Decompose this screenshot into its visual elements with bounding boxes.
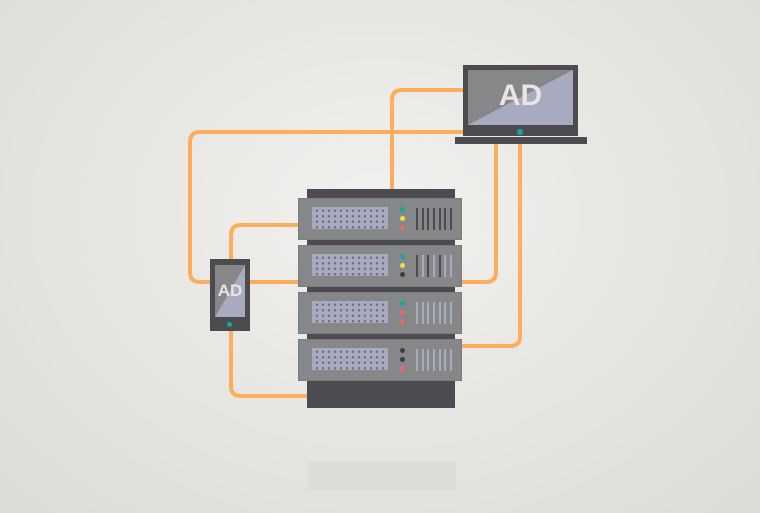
status-led-teal [400, 207, 405, 212]
cable-phone-to-rack-base [229, 330, 308, 398]
phone-power-led [227, 322, 232, 327]
server-unit-4 [298, 339, 462, 381]
status-led-red [400, 310, 405, 315]
server-unit-3 [298, 292, 462, 334]
server-vents [416, 302, 452, 324]
status-led-off [400, 348, 405, 353]
rack-divider [307, 240, 455, 246]
cable-laptop-to-server-2 [462, 142, 498, 284]
status-led-yellow [400, 263, 405, 268]
rack-divider [307, 334, 455, 340]
laptop-ad-label: AD [498, 79, 543, 112]
server-vents [416, 349, 452, 371]
laptop-icon: AD [463, 65, 578, 136]
laptop-power-led [517, 129, 523, 135]
server-grill [312, 254, 388, 276]
laptop-screen [468, 70, 573, 125]
floor-shadow [308, 462, 456, 490]
server-grill [312, 301, 388, 323]
rack-divider [307, 287, 455, 293]
status-led-red [400, 319, 405, 324]
server-vents [416, 255, 452, 277]
status-led-off [400, 357, 405, 362]
server-grill [312, 207, 388, 229]
cable-phone-to-server-1 [229, 223, 298, 260]
cable-laptop-to-rack-top [390, 88, 463, 190]
status-led-teal [400, 254, 405, 259]
smartphone-icon: AD [210, 259, 250, 331]
laptop-base [455, 137, 587, 144]
status-led-yellow [400, 216, 405, 221]
status-led-off [400, 272, 405, 277]
server-grill [312, 348, 388, 370]
phone-ad-label: AD [217, 281, 243, 300]
phone-screen [215, 265, 245, 317]
status-led-red [400, 366, 405, 371]
rack-top-cap [307, 189, 455, 199]
server-unit-2 [298, 245, 462, 287]
rack-base [307, 381, 455, 408]
cable-laptop-to-phone [188, 130, 463, 284]
status-led-teal [400, 301, 405, 306]
server-unit-1 [298, 198, 462, 240]
server-vents [416, 208, 452, 230]
cable-laptop-to-server-4 [462, 142, 522, 348]
status-led-red [400, 225, 405, 230]
